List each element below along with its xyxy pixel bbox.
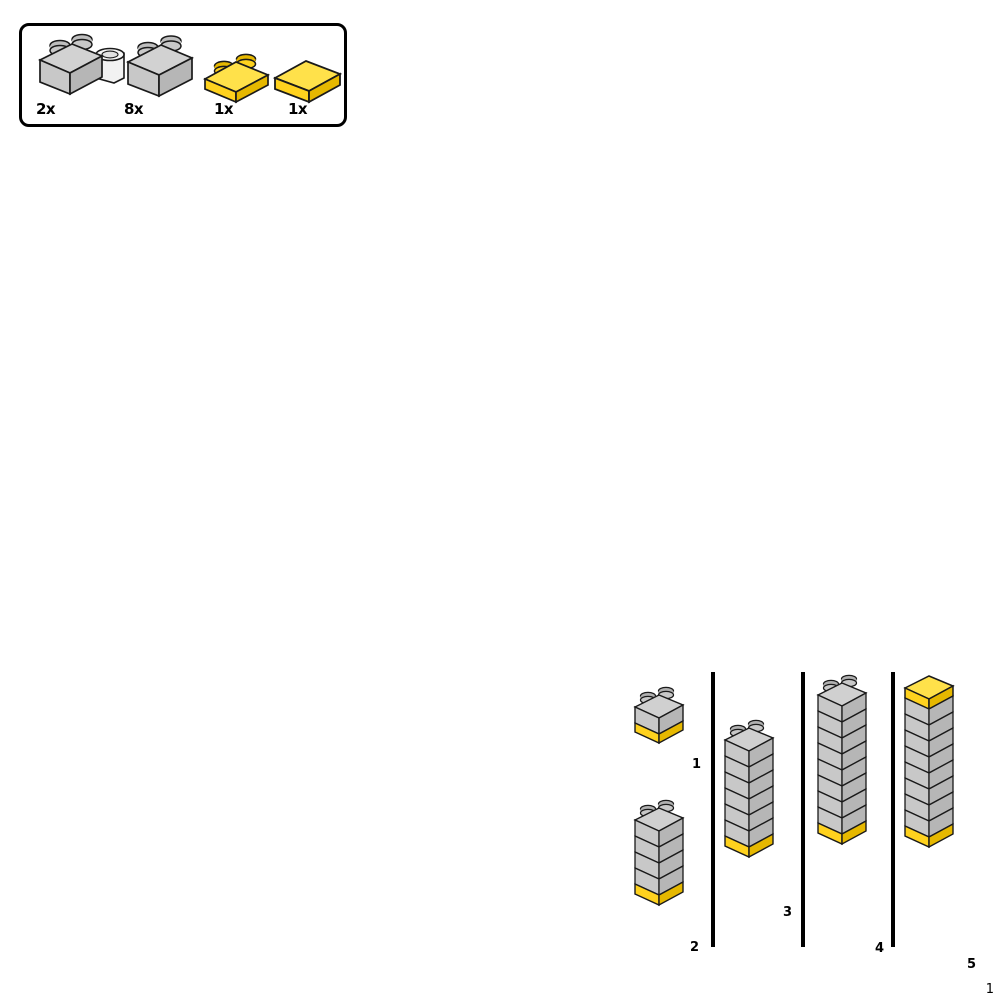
part-item-brick-1x2-with-bar: 2x bbox=[34, 26, 126, 124]
part-quantity-label: 8x bbox=[124, 100, 144, 118]
step-number-5: 5 bbox=[967, 957, 977, 972]
lego-tile-1x2-yellow-icon bbox=[272, 52, 348, 104]
page-number: 1 bbox=[985, 982, 994, 997]
part-quantity-label: 1x bbox=[214, 100, 234, 118]
lego-brick-1x2-gray-icon bbox=[124, 34, 208, 98]
part-quantity-label: 2x bbox=[36, 100, 56, 118]
step-divider-1 bbox=[711, 672, 715, 947]
parts-inventory-box: 2x 8x bbox=[19, 23, 347, 127]
step-divider-2 bbox=[801, 672, 805, 947]
lego-plate-1x2-yellow-icon bbox=[202, 50, 278, 104]
step-2-model bbox=[632, 799, 696, 939]
step-number-1: 1 bbox=[692, 757, 702, 772]
step-number-3: 3 bbox=[783, 905, 793, 920]
step-divider-3 bbox=[891, 672, 895, 947]
step-3-model bbox=[722, 719, 786, 899]
step-5-model bbox=[902, 671, 966, 921]
step-number-4: 4 bbox=[875, 941, 885, 956]
step-4-model bbox=[815, 674, 879, 904]
step-1-model bbox=[632, 686, 696, 752]
part-item-plate-1x2: 1x bbox=[200, 26, 276, 124]
step-number-2: 2 bbox=[690, 940, 700, 955]
part-quantity-label: 1x bbox=[288, 100, 308, 118]
part-item-brick-1x2: 8x bbox=[122, 26, 206, 124]
lego-brick-1x2-hinge-gray-icon bbox=[36, 32, 128, 98]
part-item-tile-1x2: 1x bbox=[270, 26, 346, 124]
